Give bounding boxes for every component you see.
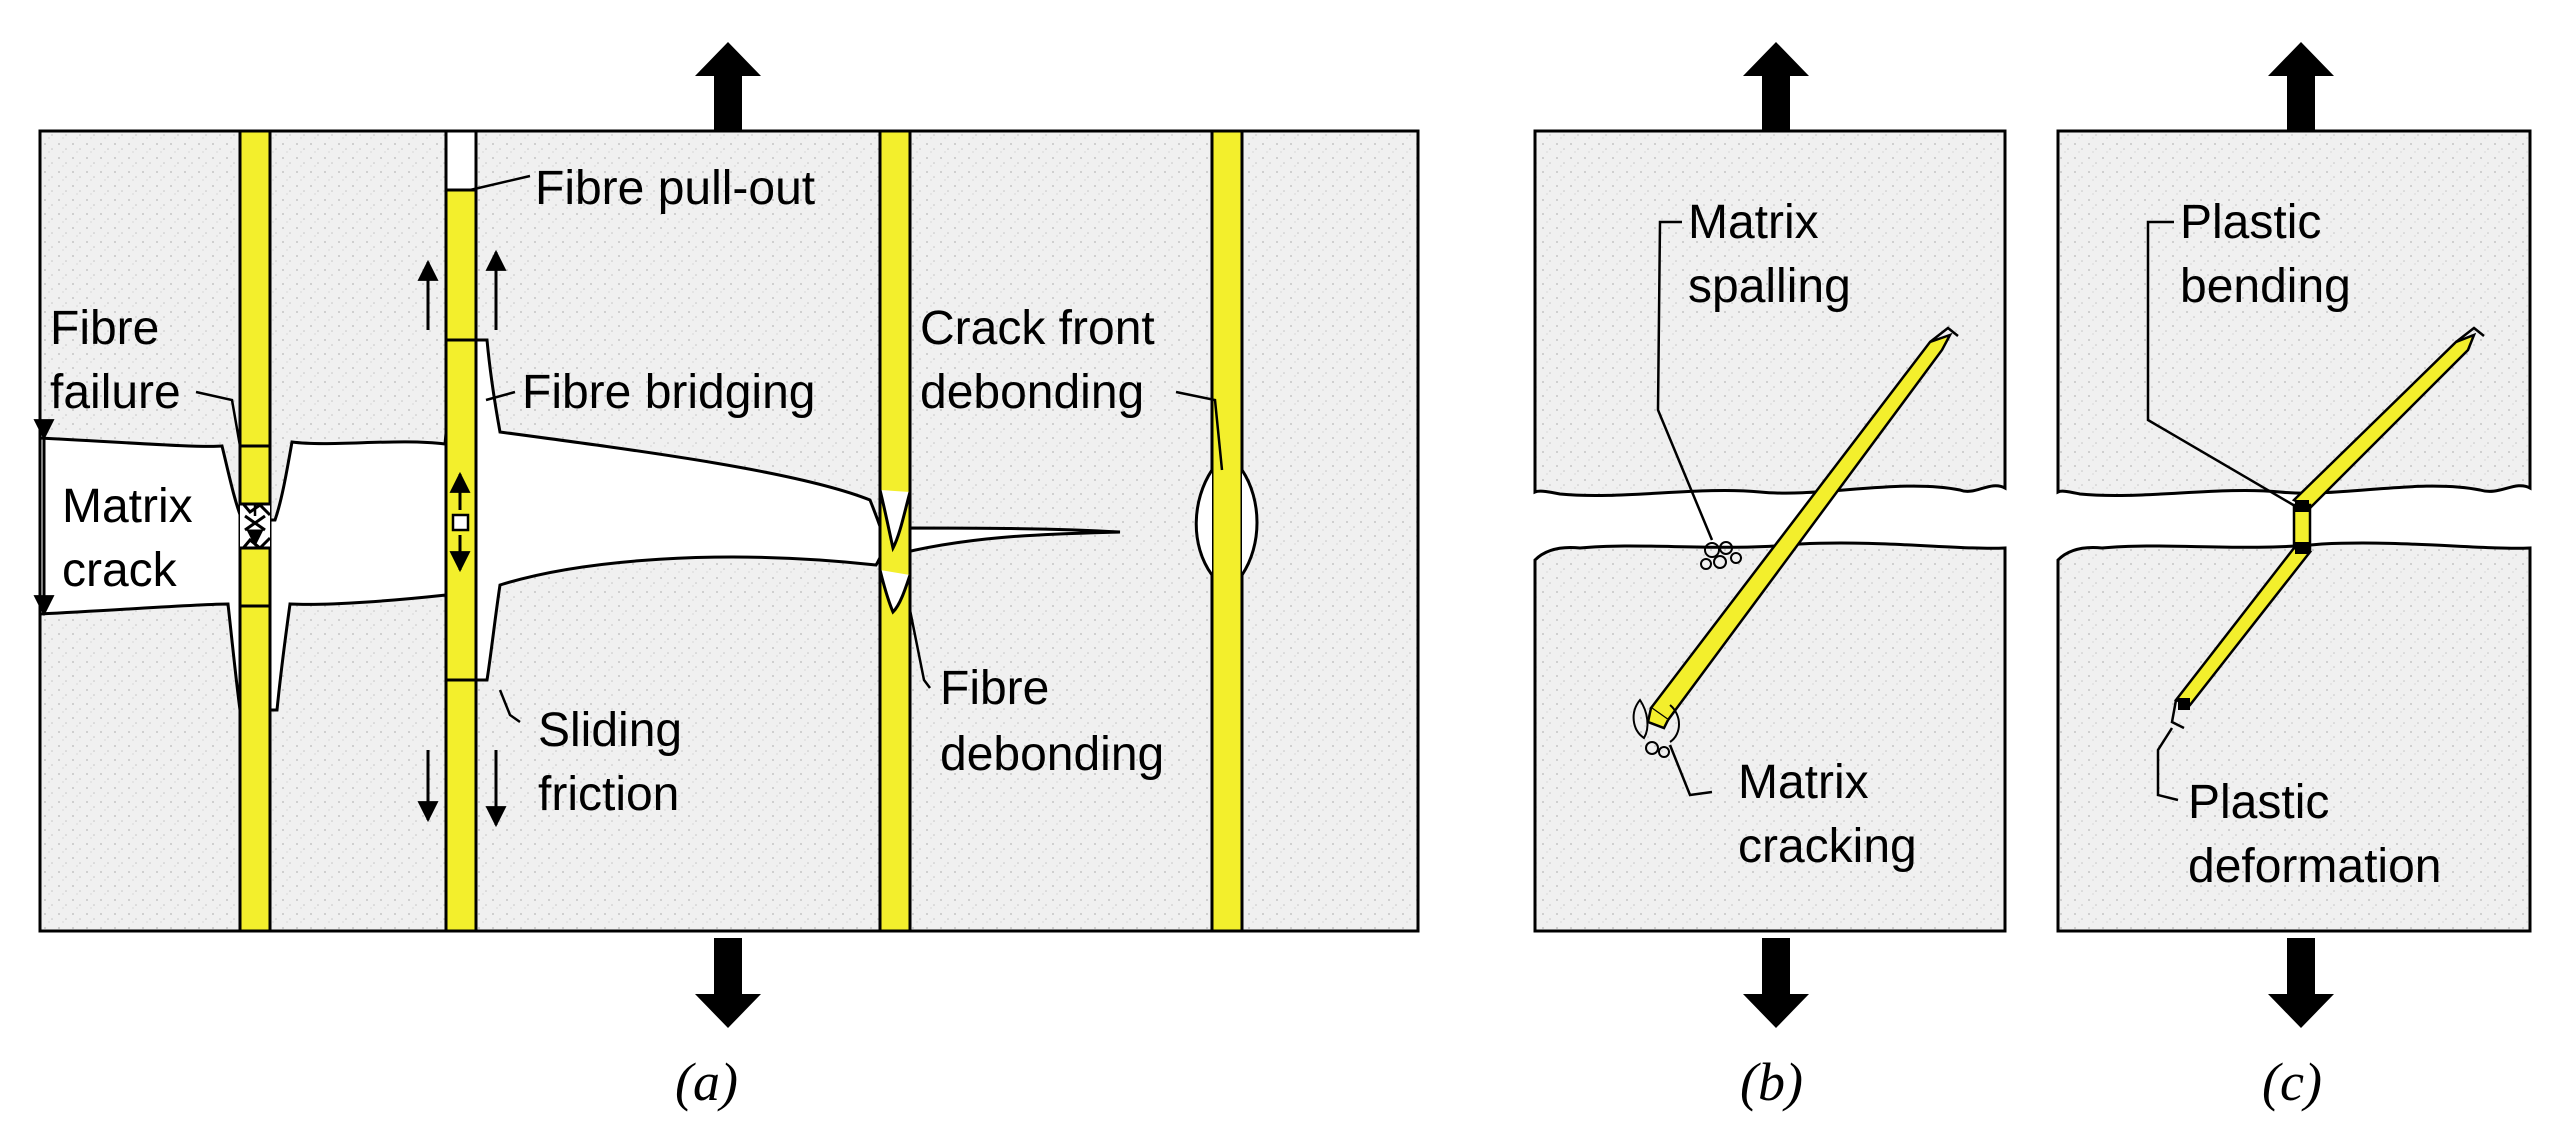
panel-c: Plastic bending Plastic deformation (c)	[2056, 42, 2532, 1112]
matrix-cracking-debris-icon	[1632, 698, 1680, 758]
matrix-crack-opening	[38, 338, 1121, 712]
label-matrix-crack-2: crack	[62, 544, 178, 597]
plastic-deformation-mark-icon	[2178, 698, 2190, 710]
label-plastic-bending-2: bending	[2180, 260, 2351, 313]
label-plastic-bending-1: Plastic	[2180, 196, 2321, 249]
matrix-block-b-lower	[1533, 541, 2007, 933]
label-fibre-debonding-1: Fibre	[940, 662, 1049, 715]
panel-b: Matrix spalling Matrix cracking (b)	[1533, 42, 2007, 1112]
crack-front-debond-ellipse	[1194, 469, 1259, 576]
plastic-hinge-lower-icon	[2295, 542, 2309, 554]
label-crack-front-2: debonding	[920, 366, 1144, 419]
fibre-4	[1210, 129, 1244, 933]
caption-c: (c)	[2262, 1052, 2322, 1112]
matrix-spalling-debris-icon	[1700, 541, 1742, 570]
label-matrix-cracking-2: cracking	[1738, 820, 1917, 873]
load-arrow-down-icon	[695, 938, 761, 1028]
label-sliding-friction-2: friction	[538, 768, 679, 821]
caption-a: (a)	[675, 1052, 738, 1112]
matrix-block-b-upper	[1533, 129, 2007, 498]
panel-a: Fibre pull-out Fibre failure Fibre bridg…	[33, 42, 1420, 1112]
label-plastic-deformation-1: Plastic	[2188, 776, 2329, 829]
fibre-1-lower-stub	[238, 546, 272, 608]
matrix-block-c-upper	[2056, 129, 2532, 498]
label-matrix-cracking-1: Matrix	[1738, 756, 1869, 809]
label-matrix-spalling-1: Matrix	[1688, 196, 1819, 249]
label-matrix-crack-1: Matrix	[62, 480, 193, 533]
label-fibre-failure-2: failure	[50, 366, 181, 419]
matrix-block-c-lower	[2056, 541, 2532, 933]
debond-zone-fibre-3	[878, 489, 912, 553]
label-fibre-debonding-2: debonding	[940, 728, 1164, 781]
plastic-hinge-upper-icon	[2295, 500, 2309, 512]
load-arrow-down-c-icon	[2268, 938, 2334, 1028]
bridging-node-icon	[451, 513, 470, 532]
label-matrix-spalling-2: spalling	[1688, 260, 1851, 313]
load-arrow-down-b-icon	[1743, 938, 1809, 1028]
fibre-1-upper-stub	[238, 444, 272, 506]
caption-b: (b)	[1740, 1052, 1803, 1112]
label-plastic-deformation-2: deformation	[2188, 840, 2441, 893]
label-sliding-friction-1: Sliding	[538, 704, 682, 757]
label-fibre-pullout: Fibre pull-out	[535, 162, 815, 215]
fibre-pullout-gap	[444, 129, 478, 192]
label-fibre-failure-1: Fibre	[50, 302, 159, 355]
load-arrow-up-b-icon	[1743, 42, 1809, 132]
label-crack-front-1: Crack front	[920, 302, 1155, 355]
load-arrow-up-c-icon	[2268, 42, 2334, 132]
load-arrow-up-icon	[695, 42, 761, 132]
label-fibre-bridging: Fibre bridging	[522, 366, 815, 419]
